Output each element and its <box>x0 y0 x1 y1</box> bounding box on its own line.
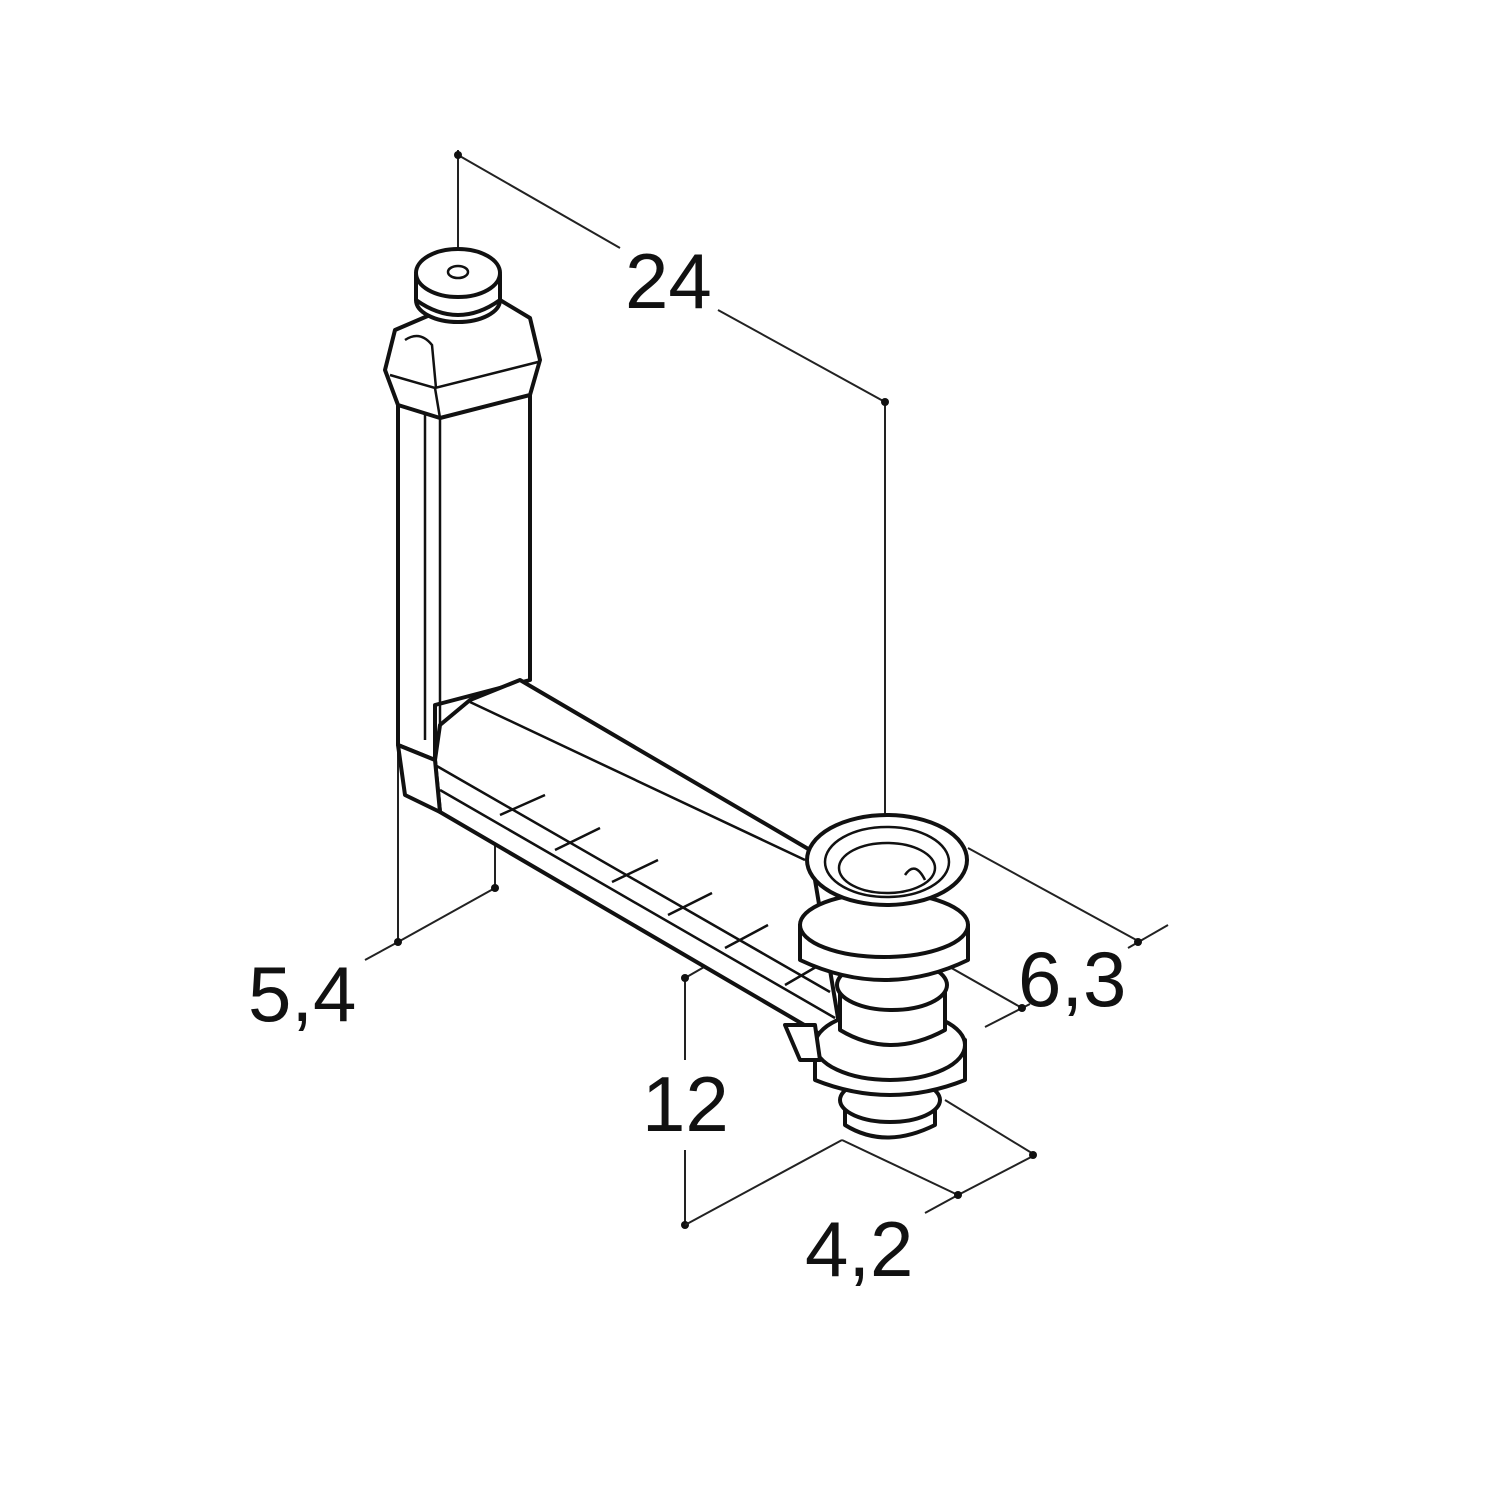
arm-ribs <box>499 793 829 987</box>
dimension-label-flange-width: 6,3 <box>1018 935 1127 1023</box>
drain-assembly <box>783 813 970 1140</box>
dimension-24 <box>454 150 889 885</box>
horizontal-arm <box>396 678 842 1042</box>
dimension-4-2 <box>684 1099 1037 1226</box>
dimension-label-length: 24 <box>625 237 712 325</box>
dimension-label-height: 12 <box>642 1060 729 1148</box>
dimension-label-column-width: 5,4 <box>248 950 357 1038</box>
top-cap <box>383 247 542 420</box>
dimension-5-4 <box>364 745 499 961</box>
dimension-label-outlet-width: 4,2 <box>805 1205 914 1293</box>
